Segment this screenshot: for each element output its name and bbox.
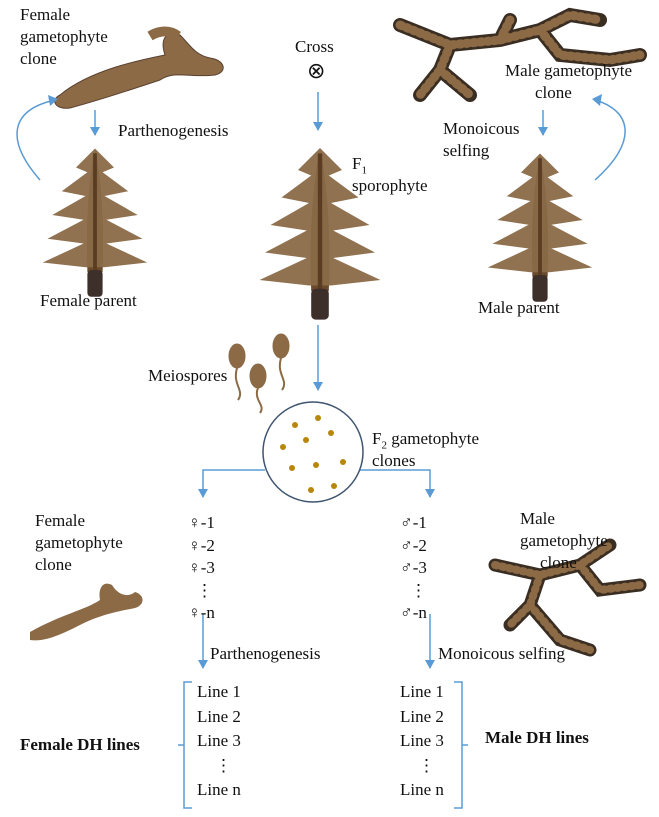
female-lines-bracket	[178, 681, 192, 809]
label-line: gametophyte	[520, 531, 608, 550]
lower-monoicous-selfing-label: Monoicous selfing	[438, 644, 566, 663]
female-gametophyte-small	[30, 583, 143, 641]
lower-parthenogenesis-label: Parthenogenesis	[210, 644, 321, 663]
f2-sub: 2	[381, 439, 387, 452]
female-clone-item: ⋮	[196, 580, 213, 600]
male-dh-line-list: Line 1 Line 2 Line 3 ⋮ Line n	[400, 680, 444, 803]
female-dh-line: ⋮	[215, 755, 232, 775]
label-line: Female	[20, 5, 71, 24]
female-clone-item: ♀-1	[188, 513, 215, 532]
meiospores-illustration	[228, 333, 290, 414]
f2-clones-label: clones	[372, 451, 416, 470]
f1-sub: 1	[361, 164, 367, 177]
label-line: clone	[540, 553, 577, 572]
female-parent-sporophyte	[40, 146, 150, 299]
lower-female-clone-label: Female gametophyte clone	[35, 510, 123, 576]
male-clone-item: ♂-n	[400, 603, 427, 622]
f2-rest: gametophyte	[386, 429, 480, 448]
cross-label: Cross	[295, 37, 334, 56]
female-dh-line: Line n	[197, 780, 241, 799]
male-clone-list: ♂-1 ♂-2 ♂-3 ⋮ ♂-n	[400, 512, 427, 625]
female-dh-line: Line 3	[197, 731, 241, 750]
label-line: Male gametophyte	[505, 61, 632, 80]
label-line: clone	[20, 49, 57, 68]
f1-f: F	[352, 154, 362, 173]
male-cycle-arrow	[594, 99, 626, 181]
male-clone-item: ♂-3	[400, 558, 427, 577]
female-dh-line-list: Line 1 Line 2 Line 3 ⋮ Line n	[197, 680, 241, 803]
label-line: Monoicous	[443, 119, 520, 138]
male-lines-bracket	[454, 681, 468, 809]
meiospores-label: Meiospores	[148, 366, 228, 385]
male-parent-label: Male parent	[478, 298, 560, 317]
female-dh-lines-label: Female DH lines	[20, 735, 140, 754]
label-line: Female	[35, 511, 86, 530]
female-clone-item: ♀-3	[188, 558, 215, 577]
female-cycle-arrow	[16, 99, 56, 181]
male-dh-line: Line 2	[400, 706, 444, 726]
male-parent-sporophyte	[485, 151, 595, 304]
female-clone-label: Female gametophyte clone	[20, 4, 108, 70]
split-arrows	[198, 469, 435, 498]
label-line: gametophyte	[35, 533, 123, 552]
male-dh-line: ⋮	[418, 755, 435, 775]
f2-label: F2 gametophyte	[372, 428, 479, 456]
male-dh-line: Line 1	[400, 682, 444, 701]
label-line: clone	[535, 83, 572, 102]
female-clone-list: ♀-1 ♀-2 ♀-3 ⋮ ♀-n	[188, 512, 215, 625]
female-clone-item: ♀-2	[188, 535, 215, 555]
female-dh-line: Line 1	[197, 682, 241, 701]
cross-icon: ⊗	[307, 58, 326, 83]
monoicous-selfing-label: Monoicous selfing	[443, 118, 520, 162]
female-parent-label: Female parent	[40, 291, 137, 310]
female-dh-line: Line 2	[197, 706, 241, 726]
parthenogenesis-label: Parthenogenesis	[118, 121, 229, 140]
male-gametophyte-small	[488, 538, 647, 657]
f2-culture-dish	[262, 401, 364, 503]
male-gametophyte-illustration	[393, 7, 647, 102]
lower-male-clone-label: Male gametophyte clone	[520, 508, 608, 574]
f2-f: F	[372, 429, 382, 448]
male-clone-item: ⋮	[410, 580, 427, 600]
male-dh-line: Line 3	[400, 731, 444, 750]
f1-sporophyte-label: sporophyte	[352, 176, 428, 195]
flow-arrows	[90, 92, 548, 669]
female-clone-item: ♀-n	[188, 603, 215, 622]
f1-label: F1	[352, 153, 367, 181]
male-dh-line: Line n	[400, 780, 444, 799]
label-line: gametophyte	[20, 27, 108, 46]
female-gametophyte-illustration	[54, 26, 224, 109]
male-clone-item: ♂-1	[400, 513, 427, 532]
male-clone-item: ♂-2	[400, 535, 427, 555]
label-line: clone	[35, 555, 72, 574]
male-clone-label: Male gametophyte clone	[505, 60, 632, 104]
label-line: selfing	[443, 141, 490, 160]
label-line: Male	[520, 509, 555, 528]
male-dh-lines-label: Male DH lines	[485, 728, 589, 747]
